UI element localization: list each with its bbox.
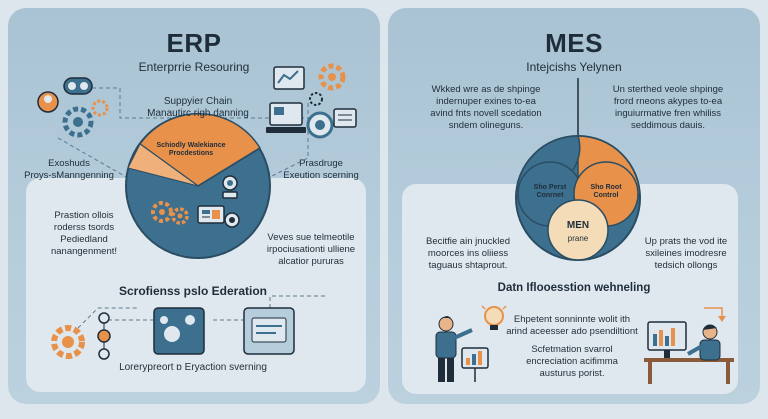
gear-icon <box>151 201 189 225</box>
mes-mid-left-line3: taguaus shtaprout. <box>428 260 508 271</box>
mes-venn-center-line2: prane <box>567 234 589 243</box>
mes-venn-right-line1: Sho Root <box>590 184 622 191</box>
mes-top-right-line1: Un sterthed veole shpinge <box>612 84 724 95</box>
erp-connectors <box>57 87 328 329</box>
mes-mid-left-line1: Becitfie ain jnuckled <box>426 236 510 247</box>
erp-heading: Scrofienss pslo Ederation <box>118 284 268 298</box>
eye-icon <box>224 212 240 228</box>
mes-venn-right-line2: Control <box>593 192 619 199</box>
mes-bottom-line3: Scfetmation svarrol <box>531 344 613 355</box>
mes-bottom-line2: arind aceesser ado psendiltiont <box>506 326 638 337</box>
mes-mid-right-line3: tedsich ollongs <box>654 260 718 271</box>
erp-inner-left-line3: Pediedland <box>60 234 108 245</box>
mes-mid-right-line2: sxileines imodresre <box>645 248 727 259</box>
erp-inner-left-line1: Prastion ollois <box>54 210 114 221</box>
mes-subtitle: Intejcishs Yelynen <box>526 60 622 74</box>
mes-top-right-line2: frord rneons akypes to-ea <box>613 96 723 107</box>
erp-title: ERP <box>166 28 222 58</box>
mes-top-right-line4: seddimous dauis. <box>631 120 705 131</box>
mes-venn-diagram <box>515 78 641 261</box>
erp-left-line1: Exoshuds <box>48 158 90 169</box>
mes-venn-left-line2: Conrnet <box>536 192 564 199</box>
mes-top-left-line2: indernuper exines to-ea <box>436 96 536 107</box>
mes-bottom-line1: Ehpetent sonninnte wolit ith <box>513 314 631 325</box>
erp-left-line2: Proys-sManngenning <box>24 170 114 181</box>
mes-bottom-line5: austurus porist. <box>539 368 605 379</box>
erp-pie-label: Schiodly Walekiance Procdestions <box>156 142 226 157</box>
chart-window-icon <box>266 63 357 139</box>
lightbulb-icon <box>481 305 507 330</box>
mes-bottom-line4: encreciation acifimma <box>526 356 618 367</box>
mes-title: MES <box>545 28 603 58</box>
person-presenting-icon <box>435 316 489 382</box>
erp-inner-right-line3: alcatior pururas <box>278 256 344 267</box>
users-icon <box>37 77 109 138</box>
pin-icon <box>222 175 238 199</box>
mes-top-left-line4: sndem olineguns. <box>448 120 524 131</box>
erp-panel: ERP Enterprrie Resouring Schiodly Waleki… <box>8 8 380 404</box>
person-desk-icon <box>644 307 734 384</box>
erp-supply-line2: Manautirc righ danning <box>147 108 249 119</box>
mes-top-right-line3: inguiurmative fren whiliss <box>614 108 722 119</box>
erp-right-line2: Exeution scerning <box>283 170 359 181</box>
erp-inner-left-line4: nanangenment! <box>50 246 118 257</box>
mes-mid-right-line1: Up prats the vod ite <box>644 236 728 247</box>
mes-top-left-line3: avind fnts novell scedation <box>430 108 542 119</box>
mes-venn-center-line1: MEN <box>566 220 590 231</box>
erp-inner-left-line2: roderss tsords <box>53 222 115 233</box>
monitor-icon <box>197 205 225 224</box>
molecule-icon <box>153 307 205 355</box>
erp-supply-line1: Suppyier Chain <box>163 96 233 107</box>
erp-footer: Lorerypreort ɒ Eryaction sverning <box>119 362 267 373</box>
gear-icon <box>51 325 85 359</box>
erp-bottom-icons <box>51 307 295 360</box>
erp-inner-right-line2: irpociusationti ulliene <box>266 244 356 255</box>
mes-panel: MES Intejcishs Yelynen Wkked wre as de s… <box>388 8 760 404</box>
mes-venn-left-line1: Sho Perst <box>533 184 567 191</box>
erp-subtitle: Enterprrie Resouring <box>138 60 250 74</box>
mes-mid-left-line2: moorces ins oliiess <box>427 248 509 259</box>
network-icon <box>97 312 111 360</box>
mes-top-left-line1: Wkked wre as de shpinge <box>431 84 541 95</box>
erp-inner-right-line1: Veves sue telmeotile <box>267 232 355 243</box>
erp-right-line1: Prasdruge <box>299 158 343 169</box>
mes-heading: Datn Iflooesstion wehneling <box>497 282 651 294</box>
dashboard-icon <box>243 307 295 355</box>
